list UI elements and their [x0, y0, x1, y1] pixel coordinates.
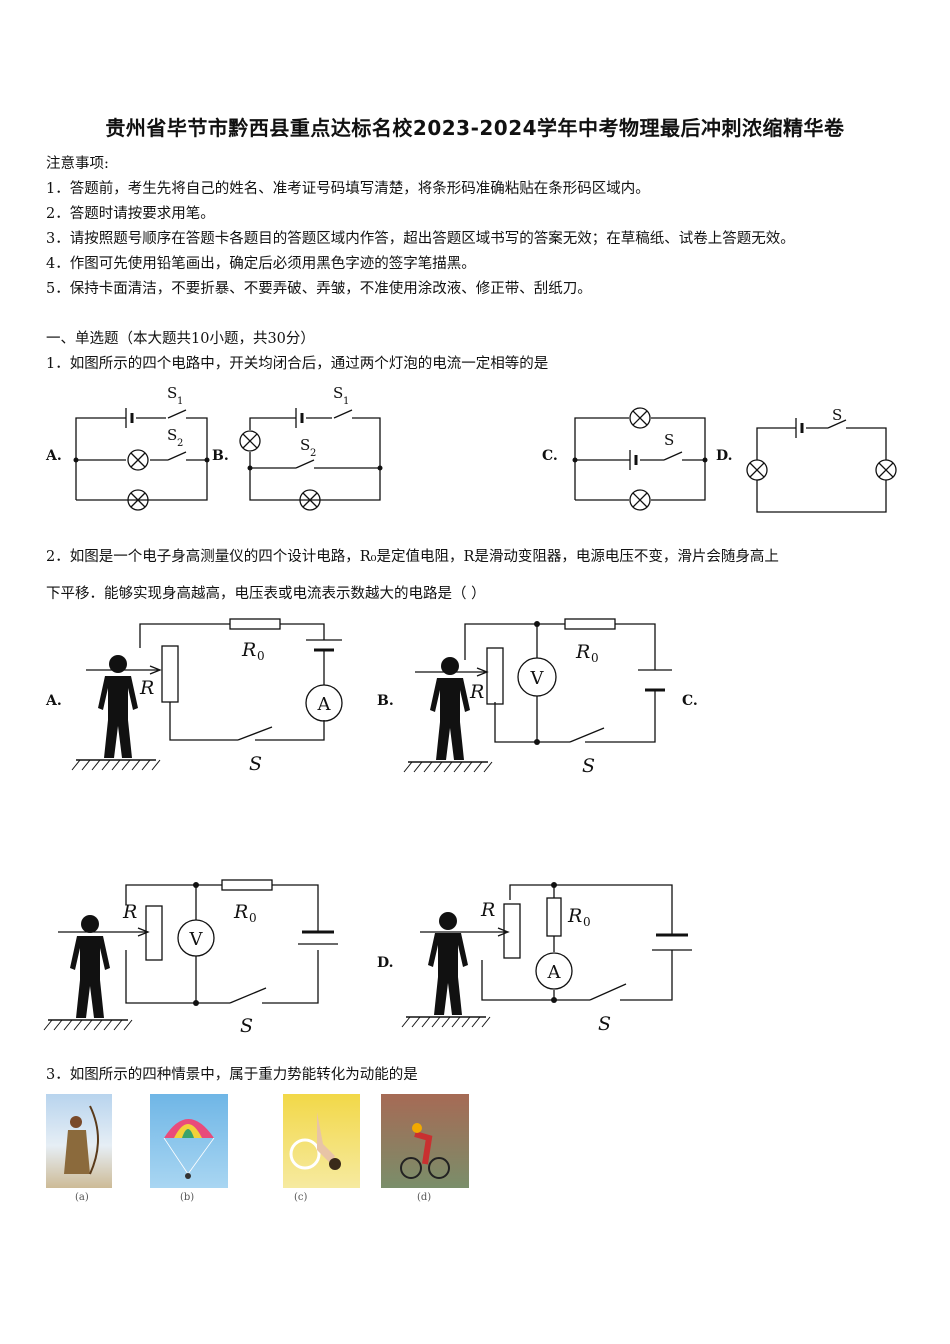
person-figure: [403, 657, 493, 773]
photo-cyclists: [381, 1094, 469, 1188]
switch-s-label: S: [664, 431, 674, 449]
resistor-r0-label: R: [233, 901, 248, 923]
switch-s1-sub: 1: [343, 396, 349, 407]
circuit-b: [415, 618, 672, 743]
switch-s1-sub: 1: [177, 396, 183, 407]
notice-item: 1．答题前，考生先将自己的姓名、准考证号码填写清楚，将条形码准确粘贴在条形码区域…: [46, 181, 650, 197]
question-3-text: 3．如图所示的四种情景中，属于重力势能转化为动能的是: [46, 1067, 418, 1083]
photo-diver: [283, 1094, 360, 1188]
ammeter-icon: A: [547, 962, 562, 983]
switch-s-label: S: [582, 755, 595, 777]
bulb-icon: [629, 407, 651, 429]
notice-heading: 注意事项:: [46, 156, 109, 172]
bulb-icon: [299, 489, 321, 511]
bulb-icon: [629, 489, 651, 511]
switch-s2-sub: 2: [177, 438, 183, 449]
switch-s-label: S: [832, 406, 842, 424]
notice-item: 3．请按照题号顺序在答题卡各题目的答题区域内作答，超出答题区域书写的答案无效；在…: [46, 231, 795, 247]
resistor-r-label: R: [469, 681, 484, 703]
bulb-icon: [875, 459, 897, 481]
resistor-r-label: R: [139, 677, 154, 699]
circuit-b: [239, 408, 381, 511]
resistor-r0-sub: 0: [249, 911, 257, 925]
person-figure: [401, 912, 491, 1028]
voltmeter-icon: V: [530, 668, 545, 689]
q1-circuits: S 1 S 2 S 1 S 2 S S: [73, 384, 897, 513]
resistor-r0-label: R: [575, 641, 590, 663]
voltmeter-icon: V: [189, 929, 204, 950]
resistor-r-label: R: [122, 901, 137, 923]
circuit-c: [58, 879, 338, 1004]
switch-s-label: S: [598, 1013, 611, 1035]
switch-s2-label: S: [300, 436, 310, 454]
page-title: 贵州省毕节市黔西县重点达标名校2023-2024学年中考物理最后冲刺浓缩精华卷: [105, 116, 845, 140]
photo-parachute: [150, 1094, 228, 1188]
q2-option-c: C.: [682, 693, 698, 709]
q2-option-a: A.: [46, 693, 62, 709]
photo-archer: [46, 1094, 112, 1188]
bulb-icon: [746, 459, 768, 481]
question-2-line1: 2．如图是一个电子身高测量仪的四个设计电路，R₀是定值电阻，R是滑动变阻器，电源…: [46, 549, 779, 565]
q1-option-a: A.: [46, 448, 62, 464]
bulb-icon: [127, 489, 149, 511]
circuit-a: [75, 408, 208, 511]
photo-caption: (b): [180, 1192, 195, 1203]
switch-s2-label: S: [167, 426, 177, 444]
bulb-icon: [127, 449, 149, 471]
question-1-text: 1．如图所示的四个电路中，开关均闭合后，通过两个灯泡的电流一定相等的是: [46, 356, 549, 372]
switch-s1-label: S: [333, 384, 343, 402]
q2-option-b: B.: [377, 693, 394, 709]
resistor-r-label: R: [480, 899, 495, 921]
resistor-r0-sub: 0: [257, 649, 265, 663]
q2-option-d: D.: [377, 955, 394, 971]
photo-caption: (c): [294, 1192, 308, 1203]
notice-item: 4．作图可先使用铅笔画出，确定后必须用黑色字迹的签字笔描黑。: [46, 256, 476, 272]
q1-option-b: B.: [212, 448, 229, 464]
circuit-a: [86, 618, 343, 741]
bulb-icon: [239, 430, 261, 452]
switch-s2-sub: 2: [310, 448, 316, 459]
switch-s-label: S: [240, 1015, 253, 1037]
photo-caption: (d): [417, 1192, 432, 1203]
circuit-c: [574, 407, 706, 511]
notice-item: 5．保持卡面清洁，不要折暴、不要弄破、弄皱，不准使用涂改液、修正带、刮纸刀。: [46, 281, 592, 297]
resistor-r0-label: R: [567, 905, 582, 927]
section-heading: 一、单选题（本大题共10小题，共30分）: [46, 331, 315, 347]
q1-option-d: D.: [716, 448, 733, 464]
q1-option-c: C.: [542, 448, 558, 464]
switch-s-label: S: [249, 753, 262, 775]
q2-circuits: R R 0 S R R 0 S R R 0 S R R 0 S A V V A: [43, 618, 692, 1037]
person-figure: [71, 655, 161, 771]
resistor-r0-sub: 0: [591, 651, 599, 665]
photo-caption: (a): [75, 1192, 89, 1203]
switch-s1-label: S: [167, 384, 177, 402]
resistor-r0-sub: 0: [583, 915, 591, 929]
ammeter-icon: A: [317, 694, 332, 715]
question-2-line2: 下平移．能够实现身高越高，电压表或电流表示数越大的电路是（ ）: [46, 586, 486, 602]
resistor-r0-label: R: [241, 639, 256, 661]
circuit-d: [746, 418, 897, 513]
notice-item: 2．答题时请按要求用笔。: [46, 206, 215, 222]
